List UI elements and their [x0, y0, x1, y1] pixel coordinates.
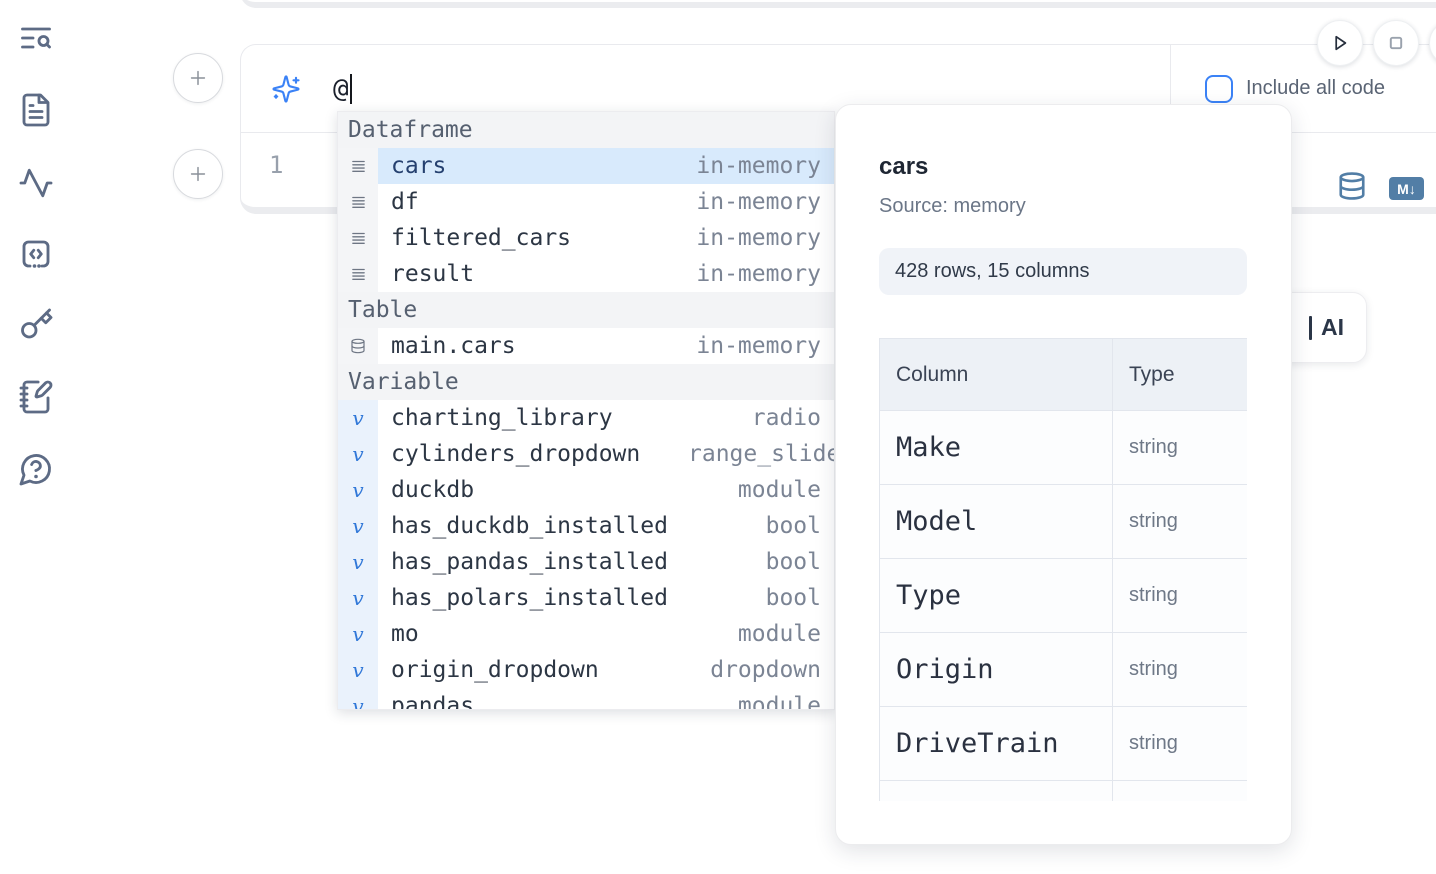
completion-section-header: Table [338, 292, 834, 328]
completion-item-df[interactable]: df in-memory [338, 184, 834, 220]
completion-item-duckdb[interactable]: v duckdb module [338, 472, 834, 508]
sidebar-item-scratchpad[interactable] [18, 379, 54, 415]
table-row: Type string [879, 558, 1247, 633]
sidebar-item-snippets[interactable] [18, 236, 54, 272]
table-row: Make string [879, 410, 1247, 485]
sidebar-item-help[interactable] [18, 451, 54, 487]
text-search-icon [21, 27, 51, 49]
table-row: DriveTrain string [879, 706, 1247, 781]
completion-item-origin-dropdown[interactable]: v origin_dropdown dropdown [338, 652, 834, 688]
completion-item-mo[interactable]: v mo module [338, 616, 834, 652]
add-cell-above-button[interactable] [173, 53, 223, 103]
schema-table: Column Type Make string Model string Typ… [879, 338, 1247, 801]
sidebar-item-activity[interactable] [18, 165, 54, 201]
sparkles-icon [271, 74, 301, 104]
include-all-code-label: Include all code [1246, 77, 1385, 99]
code-editor[interactable]: 1 [241, 133, 1436, 207]
completion-item-filtered-cars[interactable]: filtered_cars in-memory [338, 220, 834, 256]
text-cursor [349, 73, 352, 104]
include-all-code-option: Include all code [1171, 45, 1436, 132]
completion-item-cars[interactable]: cars in-memory [338, 148, 834, 184]
notebook-pen-icon [19, 380, 53, 414]
key-icon [21, 308, 53, 339]
completion-item-has-duckdb-installed[interactable]: v has_duckdb_installed bool [338, 508, 834, 544]
completion-item-cylinders-dropdown[interactable]: v cylinders_dropdown range_slider [338, 436, 834, 472]
completion-section-header: Dataframe [338, 112, 834, 148]
play-icon [1335, 35, 1347, 51]
column-header: Column [879, 338, 1113, 411]
table-row: Origin string [879, 632, 1247, 707]
database-icon [1339, 172, 1365, 200]
code-snippets-icon [22, 240, 50, 268]
activity-icon [19, 168, 53, 198]
rows-icon [338, 184, 378, 220]
shape-badge: 428 rows, 15 columns [879, 248, 1247, 295]
markdown-action-button[interactable]: M↓ [1389, 177, 1424, 200]
completion-menu: Dataframe cars in-memory df in-memory fi… [337, 111, 835, 710]
dataframe-action-button[interactable] [1337, 171, 1367, 203]
database-icon [338, 328, 378, 364]
variable-icon: v [338, 616, 378, 652]
variable-icon: v [338, 580, 378, 616]
plus-icon [190, 166, 206, 182]
add-cell-below-button[interactable] [173, 149, 223, 199]
sidebar-item-search[interactable] [18, 20, 54, 56]
variable-icon: v [338, 508, 378, 544]
file-text-icon [22, 93, 50, 127]
completion-item-has-polars-installed[interactable]: v has_polars_installed bool [338, 580, 834, 616]
variable-icon: v [338, 652, 378, 688]
variable-icon: v [338, 436, 378, 472]
variable-icon: v [338, 688, 378, 709]
table-row-partial [879, 780, 1247, 801]
line-number: 1 [269, 151, 284, 179]
rows-icon [338, 148, 378, 184]
completion-item-result[interactable]: result in-memory [338, 256, 834, 292]
rows-icon [338, 256, 378, 292]
dataframe-preview-panel: cars Source: memory 428 rows, 15 columns… [835, 104, 1292, 845]
include-all-code-checkbox[interactable] [1205, 74, 1233, 103]
panel-title: cars [879, 153, 929, 180]
help-circle-icon [19, 454, 51, 486]
stop-cell-button[interactable] [1373, 20, 1419, 66]
plus-icon [190, 70, 206, 86]
ai-prompt-input[interactable]: @ [241, 45, 1171, 132]
variable-icon: v [338, 400, 378, 436]
completion-item-pandas[interactable]: v pandas module [338, 688, 834, 709]
completion-section-header: Variable [338, 364, 834, 400]
schema-table-container: Column Type Make string Model string Typ… [879, 338, 1247, 801]
ai-button-label: AI [1321, 314, 1344, 340]
markdown-icon: M↓ [1397, 180, 1416, 197]
rows-icon [338, 220, 378, 256]
prompt-value: @ [333, 73, 349, 104]
run-cell-button[interactable] [1317, 20, 1363, 66]
variable-icon: v [338, 472, 378, 508]
sidebar-item-secrets[interactable] [18, 307, 54, 343]
stop-icon [1389, 36, 1403, 50]
table-header-row: Column Type [879, 338, 1247, 411]
variable-icon: v [338, 544, 378, 580]
table-row: Model string [879, 484, 1247, 559]
completion-item-has-pandas-installed[interactable]: v has_pandas_installed bool [338, 544, 834, 580]
panel-source: Source: memory [879, 195, 1026, 217]
type-header: Type [1112, 338, 1247, 411]
previous-cell-edge [240, 0, 1436, 8]
sidebar-item-files[interactable] [18, 92, 54, 128]
occluded-letter [1309, 315, 1312, 340]
completion-item-main-cars[interactable]: main.cars in-memory [338, 328, 834, 364]
completion-item-charting-library[interactable]: v charting_library radio [338, 400, 834, 436]
